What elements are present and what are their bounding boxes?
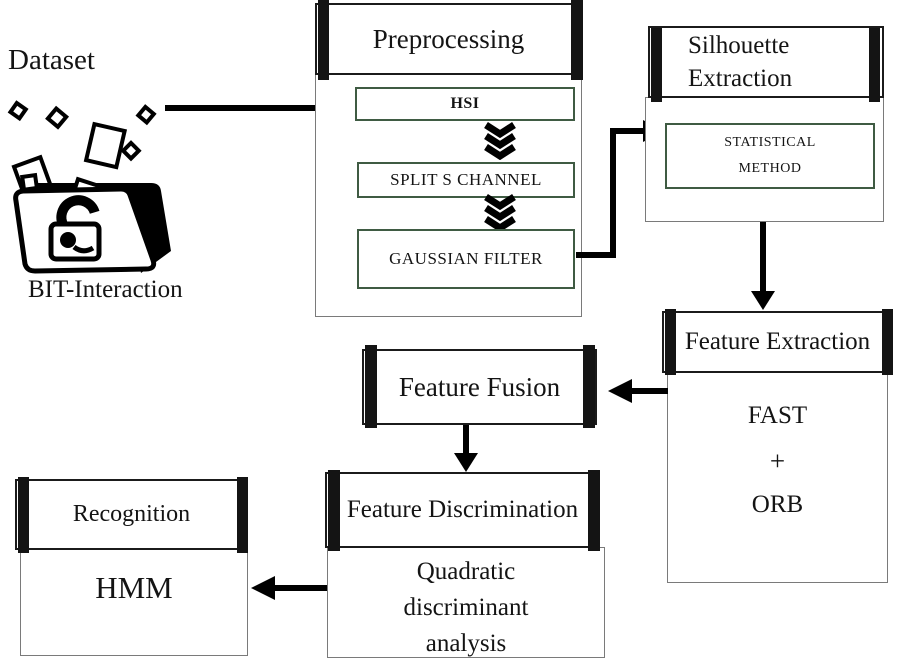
arrow-silhouette-to-featext-line: [760, 222, 766, 292]
arrow-preprocessing-to-silhouette-seg1: [576, 252, 616, 258]
dataset-folder-icon: [7, 100, 171, 274]
step-split-s-channel-label: SPLIT S CHANNEL: [390, 170, 542, 189]
feature-discrimination-title-box: Feature Discrimination: [325, 472, 600, 548]
recognition-body-text: HMM: [20, 570, 248, 606]
preprocessing-title-bar-left: [318, 0, 329, 80]
feature-discrimination-body-text: Quadratic discriminant analysis: [327, 554, 605, 662]
feature-discrimination-bar-right: [588, 470, 600, 551]
recognition-title: Recognition: [72, 501, 191, 527]
qda-line2: discriminant: [403, 594, 529, 621]
arrow-featext-to-fusion-head: [608, 379, 632, 403]
featext-line-orb: ORB: [751, 491, 804, 518]
step-split-s-channel-box: SPLIT S CHANNEL: [357, 162, 575, 198]
arrow-silhouette-to-featext-head: [751, 291, 775, 310]
feature-fusion-box: Feature Fusion: [362, 349, 597, 425]
feature-fusion-title: Feature Fusion: [398, 371, 561, 402]
step-gaussian-filter-label: GAUSSIAN FILTER: [389, 249, 543, 268]
hmm-label: HMM: [95, 570, 173, 605]
feature-extraction-body-text: FAST + ORB: [667, 402, 888, 519]
silhouette-title-bar-left: [651, 28, 662, 102]
preprocessing-title-box: Preprocessing: [315, 3, 582, 75]
feature-extraction-title-bar-left: [665, 309, 676, 375]
feature-extraction-body-box: [667, 372, 888, 583]
unlock-icon: [48, 195, 102, 262]
feature-extraction-title-box: Feature Extraction: [662, 311, 893, 373]
dataset-label: Dataset: [8, 44, 95, 76]
qda-line1: Quadratic: [416, 558, 516, 585]
feature-extraction-title-bar-right: [882, 309, 893, 375]
feature-discrimination-bar-left: [328, 470, 340, 551]
arrow-featext-to-fusion-line: [632, 388, 668, 394]
silhouette-title-line2: Extraction: [688, 65, 793, 92]
recognition-title-box: Recognition: [15, 479, 248, 550]
featext-line-plus: +: [769, 446, 786, 476]
step-gaussian-filter-box: GAUSSIAN FILTER: [357, 229, 575, 289]
feature-fusion-bar-left: [365, 345, 377, 428]
silhouette-title-bar-right: [869, 28, 880, 102]
arrow-fusion-to-discrimination-line: [463, 425, 469, 454]
recognition-body-box: [20, 549, 248, 656]
qda-line3: analysis: [425, 630, 507, 657]
feature-extraction-title: Feature Extraction: [684, 328, 871, 355]
silhouette-title-box: Silhouette Extraction: [648, 26, 884, 98]
recognition-bar-left: [18, 477, 29, 553]
preprocessing-title-bar-right: [571, 0, 583, 80]
feature-fusion-bar-right: [583, 345, 595, 428]
statistical-method-line2: METHOD: [738, 161, 802, 176]
silhouette-title-line1: Silhouette: [688, 32, 790, 59]
step-hsi-label: HSI: [450, 95, 480, 112]
statistical-method-box: STATISTICAL METHOD: [665, 123, 875, 189]
statistical-method-line1: STATISTICAL: [724, 135, 816, 150]
chevrons-down-icon: [484, 194, 516, 232]
recognition-bar-right: [237, 477, 248, 553]
step-hsi-box: HSI: [355, 87, 575, 121]
dataset-caption: BIT-Interaction: [28, 276, 183, 303]
featext-line-fast: FAST: [747, 402, 808, 429]
chevrons-down-icon: [484, 122, 516, 160]
arrow-preprocessing-to-silhouette-seg2: [610, 128, 616, 258]
feature-discrimination-title: Feature Discrimination: [346, 496, 579, 523]
arrow-discrimination-to-recognition-head: [251, 576, 275, 600]
arrow-dataset-to-preprocessing-line: [165, 105, 335, 111]
preprocessing-title: Preprocessing: [372, 23, 525, 54]
arrow-discrimination-to-recognition-line: [275, 585, 327, 591]
arrow-preprocessing-to-silhouette-seg3: [614, 128, 644, 134]
arrow-fusion-to-discrimination-head: [454, 453, 478, 472]
